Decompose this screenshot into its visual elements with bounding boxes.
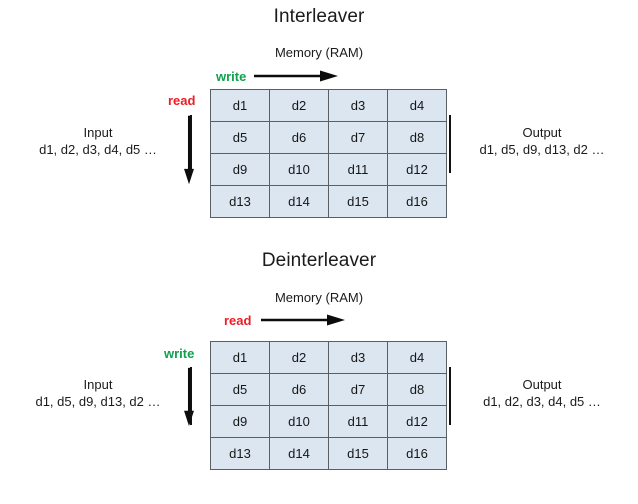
deinterleaver-title: Deinterleaver <box>261 250 377 271</box>
deinterleaver-read-label: read <box>224 313 252 328</box>
grid-cell: d11 <box>328 153 388 186</box>
table-row: d1 d2 d3 d4 <box>210 341 447 374</box>
grid-cell: d4 <box>387 89 447 122</box>
interleaver-input-header: Input <box>83 125 113 140</box>
interleaver-output-header: Output <box>522 125 562 140</box>
interleaver-section: Interleaver Memory (RAM) write read d1 d… <box>0 0 638 240</box>
grid-cell: d16 <box>387 437 447 470</box>
interleaver-memory-grid: d1 d2 d3 d4 d5 d6 d7 d8 d9 d10 d11 d12 d… <box>210 89 447 218</box>
deinterleaver-read-arrow-icon <box>261 314 345 326</box>
deinterleaver-output-sequence: d1, d2, d3, d4, d5 … <box>483 394 601 409</box>
interleaver-title: Interleaver <box>273 6 365 27</box>
interleaver-input-block: Input d1, d2, d3, d4, d5 … <box>8 124 188 158</box>
grid-cell: d15 <box>328 437 388 470</box>
grid-cell: d15 <box>328 185 388 218</box>
interleaver-output-sequence: d1, d5, d9, d13, d2 … <box>479 142 605 157</box>
grid-cell: d14 <box>269 437 329 470</box>
grid-cell: d9 <box>210 153 270 186</box>
grid-cell: d10 <box>269 153 329 186</box>
grid-cell: d1 <box>210 341 270 374</box>
grid-cell: d6 <box>269 373 329 406</box>
grid-cell: d9 <box>210 405 270 438</box>
grid-cell: d14 <box>269 185 329 218</box>
interleaver-input-divider <box>190 115 192 173</box>
grid-cell: d12 <box>387 405 447 438</box>
table-row: d5 d6 d7 d8 <box>210 121 447 154</box>
grid-cell: d7 <box>328 373 388 406</box>
table-row: d9 d10 d11 d12 <box>210 153 447 186</box>
interleaver-input-sequence: d1, d2, d3, d4, d5 … <box>39 142 157 157</box>
deinterleaver-output-header: Output <box>522 377 562 392</box>
grid-cell: d8 <box>387 373 447 406</box>
interleaver-output-divider <box>449 115 451 173</box>
deinterleaver-memory-grid: d1 d2 d3 d4 d5 d6 d7 d8 d9 d10 d11 d12 d… <box>210 341 447 470</box>
grid-cell: d13 <box>210 437 270 470</box>
grid-cell: d4 <box>387 341 447 374</box>
interleaver-read-label: read <box>168 93 196 108</box>
deinterleaver-write-label: write <box>164 346 195 361</box>
grid-cell: d3 <box>328 89 388 122</box>
grid-cell: d1 <box>210 89 270 122</box>
grid-cell: d16 <box>387 185 447 218</box>
deinterleaver-input-sequence: d1, d5, d9, d13, d2 … <box>35 394 161 409</box>
deinterleaver-section: Deinterleaver Memory (RAM) read write d1… <box>0 245 638 504</box>
grid-cell: d7 <box>328 121 388 154</box>
grid-cell: d3 <box>328 341 388 374</box>
grid-cell: d12 <box>387 153 447 186</box>
deinterleaver-input-header: Input <box>83 377 113 392</box>
interleaver-output-block: Output d1, d5, d9, d13, d2 … <box>452 124 632 158</box>
grid-cell: d11 <box>328 405 388 438</box>
table-row: d9 d10 d11 d12 <box>210 405 447 438</box>
deinterleaver-output-divider <box>449 367 451 425</box>
grid-cell: d5 <box>210 121 270 154</box>
interleaver-write-arrow-icon <box>254 70 338 82</box>
deinterleaver-output-block: Output d1, d2, d3, d4, d5 … <box>452 376 632 410</box>
grid-cell: d5 <box>210 373 270 406</box>
grid-cell: d8 <box>387 121 447 154</box>
grid-cell: d6 <box>269 121 329 154</box>
deinterleaver-input-divider <box>190 367 192 425</box>
table-row: d13 d14 d15 d16 <box>210 185 447 218</box>
deinterleaver-input-block: Input d1, d5, d9, d13, d2 … <box>8 376 188 410</box>
grid-cell: d2 <box>269 89 329 122</box>
grid-cell: d2 <box>269 341 329 374</box>
interleaver-memory-label: Memory (RAM) <box>274 45 364 60</box>
grid-cell: d10 <box>269 405 329 438</box>
deinterleaver-memory-label: Memory (RAM) <box>274 290 364 305</box>
table-row: d1 d2 d3 d4 <box>210 89 447 122</box>
table-row: d5 d6 d7 d8 <box>210 373 447 406</box>
table-row: d13 d14 d15 d16 <box>210 437 447 470</box>
grid-cell: d13 <box>210 185 270 218</box>
interleaver-write-label: write <box>216 69 247 84</box>
